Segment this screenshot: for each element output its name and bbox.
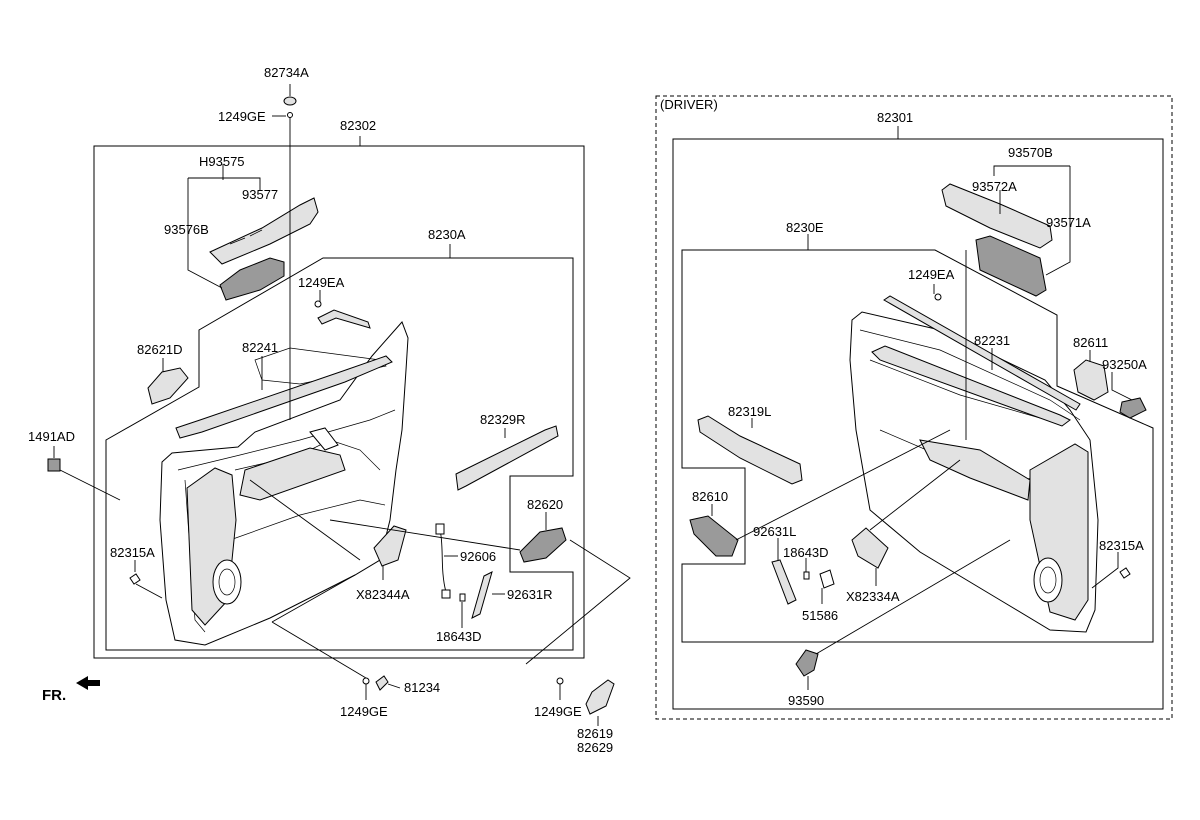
label-1491AD: 1491AD [28, 429, 75, 444]
label-8230E: 8230E [786, 220, 824, 235]
label-82620: 82620 [527, 497, 563, 512]
frame-driver-dashed [655, 95, 1173, 720]
lamp-92631R [471, 571, 493, 619]
armrest-trim-82231 [871, 345, 1071, 427]
part-labels: 82734A 1249GE 82302 H93575 93577 93576B … [28, 65, 1147, 755]
label-82621D: 82621D [137, 342, 183, 357]
label-18643D-left: 18643D [436, 629, 482, 644]
label-93250A: 93250A [1102, 357, 1147, 372]
lamp-92631L [771, 559, 797, 605]
label-driver: (DRIVER) [660, 97, 718, 112]
label-93576B: 93576B [164, 222, 209, 237]
right-door-parts [689, 183, 1147, 677]
label-92631L: 92631L [753, 524, 796, 539]
frame-8230E [681, 249, 1154, 643]
bracket-82619 [585, 679, 615, 715]
label-93570B: 93570B [1008, 145, 1053, 160]
frame-82301 [672, 138, 1164, 710]
inside-handle-82620 [519, 527, 567, 563]
left-door-parts [47, 96, 615, 715]
garnish-82319L [697, 415, 803, 485]
cover-X82334A [851, 527, 889, 569]
switch-panel-93577 [209, 197, 319, 265]
label-51586: 51586 [802, 608, 838, 623]
front-direction-arrow [76, 676, 100, 690]
label-82315A-left: 82315A [110, 545, 155, 560]
label-82619: 82619 [577, 726, 613, 741]
label-82734A: 82734A [264, 65, 309, 80]
label-82319L: 82319L [728, 404, 771, 419]
part-93590 [795, 649, 819, 677]
leader-lines [53, 84, 1133, 726]
label-82315A-right: 82315A [1099, 538, 1144, 553]
label-1249GE-bottom-right: 1249GE [534, 704, 582, 719]
switch-module-93576B [219, 257, 285, 301]
label-82629: 82629 [577, 740, 613, 755]
label-93571A: 93571A [1046, 215, 1091, 230]
label-1249EA-right: 1249EA [908, 267, 955, 282]
label-82241: 82241 [242, 340, 278, 355]
frame-82302 [93, 145, 585, 659]
label-93590: 93590 [788, 693, 824, 708]
frame-8230A [105, 257, 574, 651]
label-82329R: 82329R [480, 412, 526, 427]
label-8230A: 8230A [428, 227, 466, 242]
part-51586 [819, 569, 835, 589]
label-81234: 81234 [404, 680, 440, 695]
label-H93575: H93575 [199, 154, 245, 169]
label-82231: 82231 [974, 333, 1010, 348]
upper-strip-right [883, 295, 1081, 411]
label-82302: 82302 [340, 118, 376, 133]
switch-panel-93572A [941, 183, 1053, 249]
switch-module-93571A [975, 235, 1047, 297]
switch-93250A [1119, 397, 1147, 419]
label-93572A: 93572A [972, 179, 1017, 194]
frames [93, 95, 1173, 720]
label-X82334A: X82334A [846, 589, 900, 604]
label-92606: 92606 [460, 549, 496, 564]
label-front-direction: FR. [42, 687, 66, 704]
clip-81234 [375, 675, 389, 691]
armrest-trim-82241 [175, 355, 393, 439]
clip-1491AD [47, 458, 61, 472]
bracket-82621D [147, 367, 189, 405]
label-18643D-right: 18643D [783, 545, 829, 560]
cap-82734A [283, 96, 297, 106]
inside-handle-82610 [689, 515, 739, 557]
label-82610: 82610 [692, 489, 728, 504]
label-1249EA-left: 1249EA [298, 275, 345, 290]
garnish-82329R [455, 425, 559, 491]
label-1249GE-top: 1249GE [218, 109, 266, 124]
upper-strip-left [317, 309, 371, 329]
label-82611: 82611 [1073, 335, 1108, 350]
label-X82344A: X82344A [356, 587, 410, 602]
label-92631R: 92631R [507, 587, 553, 602]
wire-92606 [439, 529, 447, 593]
bracket-82611 [1073, 359, 1109, 401]
label-82301: 82301 [877, 110, 913, 125]
label-1249GE-bottom-left: 1249GE [340, 704, 388, 719]
label-93577: 93577 [242, 187, 278, 202]
